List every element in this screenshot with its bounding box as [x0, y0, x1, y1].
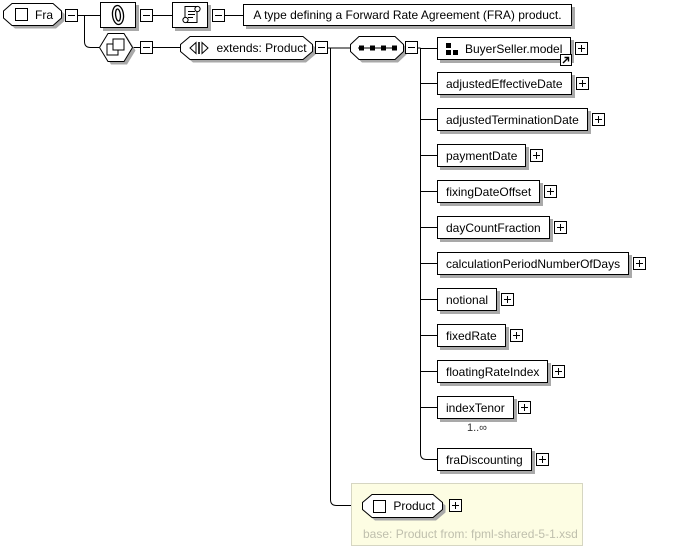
element-fradiscounting[interactable]: fraDiscounting [437, 448, 532, 471]
element-row: indexTenor [437, 396, 531, 419]
expand-icon[interactable] [509, 329, 523, 342]
base-product-label: Product [393, 499, 435, 513]
collapse-icon[interactable] [65, 9, 78, 22]
expand-icon[interactable] [535, 453, 549, 466]
element-row: fixingDateOffset [437, 180, 558, 203]
element-fixingdateoffset[interactable]: fixingDateOffset [437, 180, 541, 203]
root-element-node[interactable]: Fra [3, 3, 65, 29]
element-paymentdate[interactable]: paymentDate [437, 144, 527, 167]
element-row: adjustedTerminationDate [437, 108, 605, 131]
element-label: BuyerSeller.model [465, 41, 563, 56]
element-indextenor[interactable]: indexTenor [437, 396, 514, 419]
element-label: adjustedTerminationDate [446, 112, 579, 127]
expand-icon[interactable] [530, 149, 544, 162]
expand-icon[interactable] [633, 257, 647, 270]
annotation-text: A type defining a Forward Rate Agreement… [253, 8, 562, 22]
element-row: fixedRate [437, 324, 523, 347]
derive-by-extension-icon [189, 41, 210, 55]
root-element-label: Fra [35, 7, 53, 22]
base-product-node[interactable]: Product [362, 494, 446, 521]
element-label: indexTenor [446, 400, 505, 415]
collapse-icon[interactable] [140, 41, 153, 54]
collapse-icon[interactable] [405, 41, 418, 54]
complex-content-shape [99, 33, 136, 65]
element-label: adjustedEffectiveDate [446, 76, 563, 91]
collapse-icon[interactable] [140, 9, 153, 22]
element-label: notional [446, 292, 489, 307]
base-type-panel: base: Product from: fpml-shared-5-1.xsd [351, 483, 583, 546]
element-icon [15, 8, 28, 21]
element-label: dayCountFraction [446, 220, 541, 235]
element-row: calculationPeriodNumberOfDays [437, 252, 647, 275]
annotation-scroll-icon [182, 5, 201, 24]
paperclip-icon [111, 4, 125, 26]
expand-icon[interactable] [575, 77, 589, 90]
overlapping-squares-icon [106, 38, 125, 56]
element-row: fraDiscounting [437, 448, 549, 471]
sequence-node[interactable] [350, 36, 407, 63]
annotation-box[interactable] [172, 2, 208, 28]
element-icon [373, 499, 387, 513]
extension-node-shape [180, 36, 316, 63]
expand-icon[interactable] [553, 221, 567, 234]
element-label: fixedRate [446, 328, 497, 343]
element-row: notional [437, 288, 515, 311]
annotation-text-box: A type defining a Forward Rate Agreement… [243, 4, 572, 26]
element-notional[interactable]: notional [437, 288, 498, 311]
extension-label: extends: Product [216, 41, 307, 55]
expand-icon[interactable] [517, 401, 531, 414]
element-label: calculationPeriodNumberOfDays [446, 256, 621, 271]
element-calculationperiodnumberofdays[interactable]: calculationPeriodNumberOfDays [437, 252, 630, 275]
element-floatingrateindex[interactable]: floatingRateIndex [437, 360, 549, 383]
expand-icon[interactable] [575, 42, 589, 55]
element-row: floatingRateIndex [437, 360, 566, 383]
complex-content-node[interactable] [99, 33, 136, 65]
base-type-note: base: Product from: fpml-shared-5-1.xsd [363, 527, 578, 541]
expand-icon[interactable] [552, 365, 566, 378]
element-label: floatingRateIndex [446, 364, 540, 379]
element-row: paymentDate [437, 144, 544, 167]
element-label: paymentDate [446, 148, 518, 163]
element-row: dayCountFraction [437, 216, 567, 239]
collapse-icon[interactable] [315, 41, 328, 54]
occurrence-label: 1..∞ [466, 422, 488, 434]
element-adjustedeffectivedate[interactable]: adjustedEffectiveDate [437, 72, 572, 95]
expand-icon[interactable] [591, 113, 605, 126]
attributes-box[interactable] [100, 2, 136, 28]
element-label: fraDiscounting [446, 452, 523, 467]
element-buyerseller-model[interactable]: BuyerSeller.model [437, 37, 573, 66]
element-daycountfraction[interactable]: dayCountFraction [437, 216, 550, 239]
collapse-icon[interactable] [212, 9, 225, 22]
element-adjustedterminationdate[interactable]: adjustedTerminationDate [437, 108, 588, 131]
element-label: fixingDateOffset [446, 184, 532, 199]
expand-icon[interactable] [544, 185, 558, 198]
goto-definition-icon[interactable] [560, 54, 573, 66]
sequence-icon [350, 36, 407, 63]
expand-icon[interactable] [449, 499, 462, 512]
element-row: BuyerSeller.model [437, 37, 589, 66]
model-group-icon [446, 42, 458, 55]
element-fixedrate[interactable]: fixedRate [437, 324, 506, 347]
element-row: adjustedEffectiveDate [437, 72, 589, 95]
expand-icon[interactable] [501, 293, 515, 306]
extension-node[interactable]: extends: Product [180, 36, 316, 63]
